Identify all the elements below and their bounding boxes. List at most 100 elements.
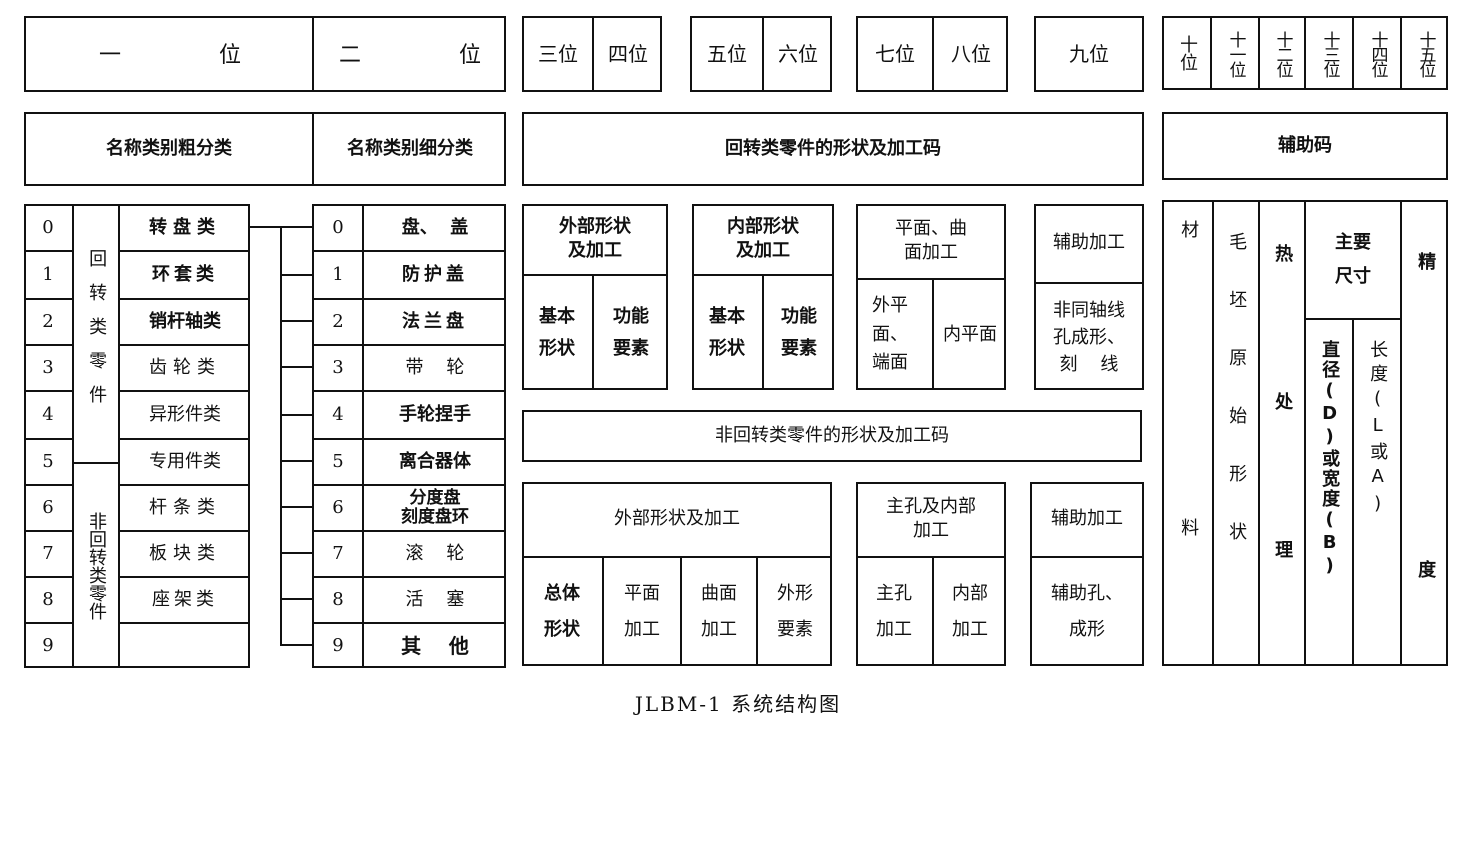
divider	[312, 250, 506, 252]
aux-heat-treatment: 热处理	[1272, 244, 1294, 688]
header-pos7: 七位	[875, 41, 915, 66]
nonrotary-hole-main: 主孔 加工	[876, 583, 912, 640]
rotary-plane-box	[856, 204, 1006, 390]
divider	[1258, 16, 1260, 90]
coarse-item: 异形件类	[149, 403, 221, 425]
fine-item: 盘、 盖	[401, 216, 469, 238]
divider	[312, 622, 506, 624]
fine-digit: 8	[332, 588, 344, 610]
coarse-digit: 0	[42, 216, 54, 238]
divider	[312, 344, 506, 346]
coarse-item: 专用件类	[149, 450, 221, 472]
divider	[362, 204, 364, 668]
rotary-internal-func: 功能 要素	[781, 305, 817, 359]
header-pos5: 五位	[707, 41, 747, 66]
connector-line	[280, 274, 312, 276]
connector-line	[280, 552, 312, 554]
divider	[24, 390, 72, 392]
header-pos6: 六位	[778, 41, 818, 66]
divider	[1400, 16, 1402, 90]
divider	[856, 556, 1006, 558]
divider	[756, 556, 758, 666]
divider	[312, 576, 506, 578]
aux-code-title-box	[1162, 112, 1448, 180]
coarse-digit: 7	[42, 542, 54, 564]
divider	[856, 278, 1006, 280]
header-pos1-left: 一	[98, 43, 121, 69]
divider	[24, 576, 72, 578]
header-pos10: 十位	[1177, 35, 1198, 71]
coarse-digit: 4	[42, 403, 54, 425]
divider	[118, 204, 120, 668]
fine-item: 其 他	[401, 633, 469, 658]
divider	[72, 204, 74, 668]
coarse-item: 座架类	[152, 588, 218, 610]
fine-item: 带 轮	[405, 356, 465, 378]
fine-table	[312, 204, 506, 668]
divider	[24, 250, 72, 252]
rotary-external-func: 功能 要素	[613, 305, 649, 359]
coarse-title: 名称类别粗分类	[106, 137, 232, 159]
aux-precision: 精度	[1415, 252, 1437, 868]
connector-line	[280, 506, 312, 508]
fine-digit: 6	[332, 496, 344, 518]
divider	[522, 274, 668, 276]
header-pos9-box	[1034, 16, 1144, 92]
fine-item: 活 塞	[405, 588, 465, 610]
header-pos1-2-box	[24, 16, 506, 92]
divider	[1352, 318, 1354, 666]
divider	[312, 438, 506, 440]
nonrotary-external-title: 外部形状及加工	[614, 507, 740, 529]
fine-digit: 5	[332, 450, 344, 472]
divider	[24, 622, 72, 624]
header-pos2-right: 位	[458, 43, 481, 69]
coarse-fine-title-box	[24, 112, 506, 186]
connector-line	[280, 414, 312, 416]
rotary-internal-title: 内部形状 及加工	[727, 215, 799, 261]
nonrotary-aux-desc: 辅助孔、 成形	[1051, 583, 1123, 640]
nonrotary-external-curved: 曲面 加工	[701, 583, 737, 640]
rotary-shape-title: 回转类零件的形状及加工码	[725, 137, 941, 159]
header-pos8: 八位	[951, 41, 991, 66]
divider	[312, 390, 506, 392]
divider	[312, 298, 506, 300]
divider	[24, 530, 72, 532]
rotary-aux-desc: 非同轴线 孔成形、 刻 线	[1053, 299, 1125, 375]
header-pos3: 三位	[538, 41, 578, 66]
divider	[118, 250, 250, 252]
nonrotary-group-label: 非回转类零件	[86, 512, 107, 620]
coarse-digit: 2	[42, 310, 54, 332]
divider	[312, 112, 314, 186]
nonrotary-shape-title-box	[522, 410, 1142, 462]
nonrotary-shape-title: 非回转类零件的形状及加工码	[715, 424, 949, 446]
nonrotary-aux-title: 辅助加工	[1051, 507, 1123, 529]
nonrotary-hole-internal: 内部 加工	[952, 583, 988, 640]
coarse-digit: 9	[42, 634, 54, 656]
divider	[118, 298, 250, 300]
fine-item: 分度盘 刻度盘环	[401, 488, 469, 527]
nonrotary-hole-box	[856, 482, 1006, 666]
divider	[1034, 282, 1144, 284]
divider	[1304, 318, 1400, 320]
fine-digit: 7	[332, 542, 344, 564]
connector-line	[280, 598, 312, 600]
divider	[24, 438, 72, 440]
fine-item: 离合器体	[399, 450, 471, 472]
divider	[592, 16, 594, 92]
coarse-digit: 5	[42, 450, 54, 472]
connector-line	[280, 320, 312, 322]
fine-item: 防护盖	[402, 263, 468, 285]
fine-digit: 2	[332, 310, 344, 332]
divider	[932, 16, 934, 92]
coarse-item	[120, 624, 250, 668]
divider	[312, 484, 506, 486]
coarse-digit: 6	[42, 496, 54, 518]
divider	[602, 556, 604, 666]
divider	[312, 16, 314, 92]
divider	[118, 622, 250, 624]
fine-digit: 3	[332, 356, 344, 378]
divider	[1210, 16, 1212, 90]
divider	[762, 16, 764, 92]
coarse-item: 齿轮类	[149, 356, 221, 378]
coarse-table	[24, 204, 250, 668]
